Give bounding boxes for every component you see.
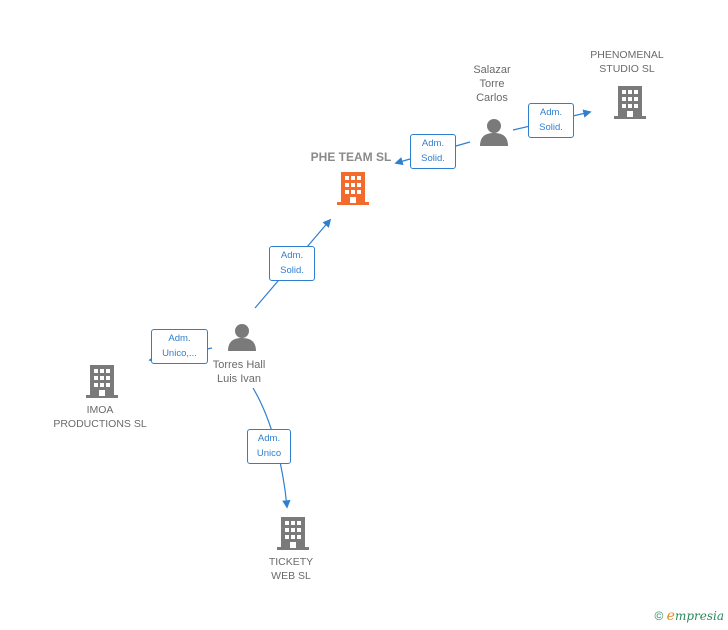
brand-logo-text: mpresia xyxy=(674,609,724,623)
brand-logo-letter: e xyxy=(666,608,675,624)
node-label-line: Salazar xyxy=(473,64,511,76)
edge-label-line: Adm. xyxy=(421,138,445,149)
edge-label-line: Adm. xyxy=(539,107,563,118)
node-label-line: Luis Ivan xyxy=(216,373,262,385)
building-icon-phenomenal[interactable] xyxy=(613,84,647,120)
node-label-line: IMOA xyxy=(86,404,114,416)
person-icon-salazar[interactable] xyxy=(478,117,510,147)
node-label-line: PRODUCTIONS SL xyxy=(53,418,147,430)
node-label-torres[interactable]: Torres Hall Luis Ivan xyxy=(194,358,284,386)
node-label-phenomenal[interactable]: PHENOMENAL STUDIO SL xyxy=(572,48,682,76)
node-label-line: PHE TEAM SL xyxy=(310,150,392,164)
edge-label-line: Unico xyxy=(256,448,282,459)
node-label-imoa[interactable]: IMOA PRODUCTIONS SL xyxy=(40,403,160,431)
brand-watermark: © empresia xyxy=(654,608,724,624)
node-label-salazar[interactable]: Salazar Torre Carlos xyxy=(452,63,532,105)
node-label-line: WEB SL xyxy=(271,570,311,582)
node-label-line: Torres Hall xyxy=(212,359,266,371)
node-label-phe-team[interactable]: PHE TEAM SL xyxy=(296,150,406,164)
edge-label-line: Unico,... xyxy=(162,348,197,359)
node-label-line: TICKETY xyxy=(268,556,314,568)
edge-label-line: Adm. xyxy=(168,333,191,344)
edge-label-line: Adm. xyxy=(280,250,304,261)
node-label-line: STUDIO SL xyxy=(599,63,655,75)
building-icon-phe-team[interactable] xyxy=(336,170,370,206)
edge-label-line: Adm. xyxy=(257,433,281,444)
building-icon-tickety[interactable] xyxy=(276,515,310,551)
copyright-icon: © xyxy=(654,609,664,623)
node-label-line: PHENOMENAL xyxy=(590,49,664,61)
edge-label-line: Solid. xyxy=(421,153,445,164)
node-label-line: Carlos xyxy=(476,92,508,104)
person-icon-torres[interactable] xyxy=(226,322,258,352)
edge-label-salazar-phenomenal[interactable]: Adm. Solid. xyxy=(528,103,574,138)
edge-label-torres-phe[interactable]: Adm. Solid. xyxy=(269,246,315,281)
edge-label-salazar-phe[interactable]: Adm. Solid. xyxy=(410,134,456,169)
node-label-line: Torre xyxy=(479,78,505,90)
edge-label-torres-imoa[interactable]: Adm. Unico,... xyxy=(151,329,208,364)
edge-label-line: Solid. xyxy=(280,265,304,276)
edge-label-torres-tickety[interactable]: Adm. Unico xyxy=(247,429,291,464)
edge-label-line: Solid. xyxy=(539,122,563,133)
building-icon-imoa[interactable] xyxy=(85,363,119,399)
node-label-tickety[interactable]: TICKETY WEB SL xyxy=(246,555,336,583)
